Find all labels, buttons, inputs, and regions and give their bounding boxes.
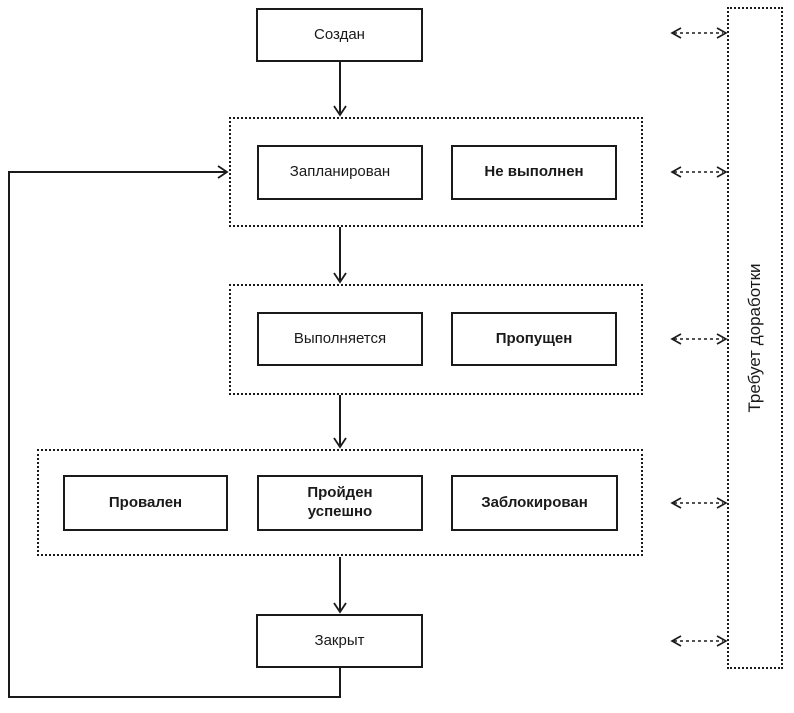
node-not-executed-label: Не выполнен bbox=[484, 163, 584, 181]
node-executing-label: Выполняется bbox=[293, 329, 387, 347]
arrow-planned-to-execution-group bbox=[333, 227, 347, 284]
node-closed: Закрыт bbox=[256, 614, 423, 668]
node-skipped: Пропущен bbox=[451, 312, 617, 366]
node-blocked-label: Заблокирован bbox=[481, 493, 588, 511]
rework-link-created bbox=[670, 27, 728, 39]
node-planned-label: Запланирован bbox=[289, 163, 391, 181]
node-passed-label: Пройден успешно bbox=[307, 484, 373, 520]
node-failed-label: Провален bbox=[108, 493, 183, 511]
node-created: Создан bbox=[256, 8, 423, 62]
node-not-executed: Не выполнен bbox=[451, 145, 617, 200]
rework-link-closed bbox=[670, 635, 728, 647]
arrow-result-to-closed bbox=[333, 557, 347, 614]
node-failed: Провален bbox=[63, 475, 228, 531]
rework-link-execution bbox=[670, 333, 728, 345]
node-planned: Запланирован bbox=[257, 145, 423, 200]
rework-link-planned bbox=[670, 166, 728, 178]
rework-panel: Требует доработки bbox=[727, 7, 783, 669]
rework-panel-label: Требует доработки bbox=[745, 263, 764, 413]
arrow-created-to-planned-group bbox=[333, 62, 347, 117]
rework-link-result bbox=[670, 497, 728, 509]
node-created-label: Создан bbox=[314, 25, 365, 43]
arrow-execution-to-result-group bbox=[333, 395, 347, 449]
node-closed-label: Закрыт bbox=[314, 631, 365, 649]
node-blocked: Заблокирован bbox=[451, 475, 618, 531]
node-skipped-label: Пропущен bbox=[495, 329, 573, 347]
node-passed: Пройден успешно bbox=[257, 475, 423, 531]
node-executing: Выполняется bbox=[257, 312, 423, 366]
